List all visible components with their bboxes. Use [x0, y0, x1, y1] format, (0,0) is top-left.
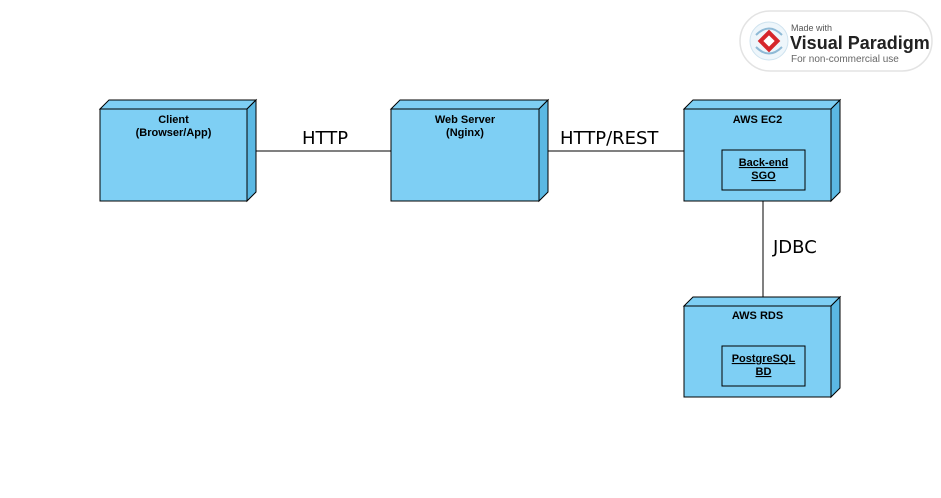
- webserver-node-title: Web Server: [435, 114, 496, 126]
- ec2-node[interactable]: AWS EC2 Back-end SGO: [682, 98, 842, 203]
- watermark-line3: For non-commercial use: [791, 54, 899, 65]
- watermark-line2: Visual Paradigm: [790, 33, 930, 53]
- postgresql-artifact[interactable]: PostgreSQL BD: [721, 345, 806, 387]
- backend-artifact[interactable]: Back-end SGO: [721, 149, 806, 191]
- webserver-node-subtitle: (Nginx): [446, 127, 484, 139]
- rds-node-title: AWS RDS: [732, 310, 783, 322]
- backend-artifact-subname: SGO: [751, 170, 776, 182]
- visual-paradigm-logo-icon: [749, 21, 789, 61]
- postgresql-artifact-subname: BD: [756, 366, 772, 378]
- watermark-line1: Made with: [791, 23, 832, 33]
- postgresql-artifact-name: PostgreSQL: [732, 353, 796, 365]
- webserver-node[interactable]: Web Server (Nginx): [389, 98, 550, 203]
- jdbc-connection-label: JDBC: [772, 237, 817, 258]
- client-node-title: Client: [158, 114, 189, 126]
- ec2-node-title: AWS EC2: [733, 114, 783, 126]
- backend-artifact-name: Back-end: [739, 157, 789, 169]
- client-node[interactable]: Client (Browser/App): [98, 98, 258, 203]
- rest-connection-label: HTTP/REST: [560, 128, 659, 149]
- connections: HTTP HTTP/REST JDBC: [246, 128, 817, 297]
- http-connection-label: HTTP: [302, 128, 348, 149]
- watermark: Made with Visual Paradigm For non-commer…: [739, 10, 933, 72]
- client-node-subtitle: (Browser/App): [136, 127, 212, 139]
- rds-node[interactable]: AWS RDS PostgreSQL BD: [682, 295, 842, 399]
